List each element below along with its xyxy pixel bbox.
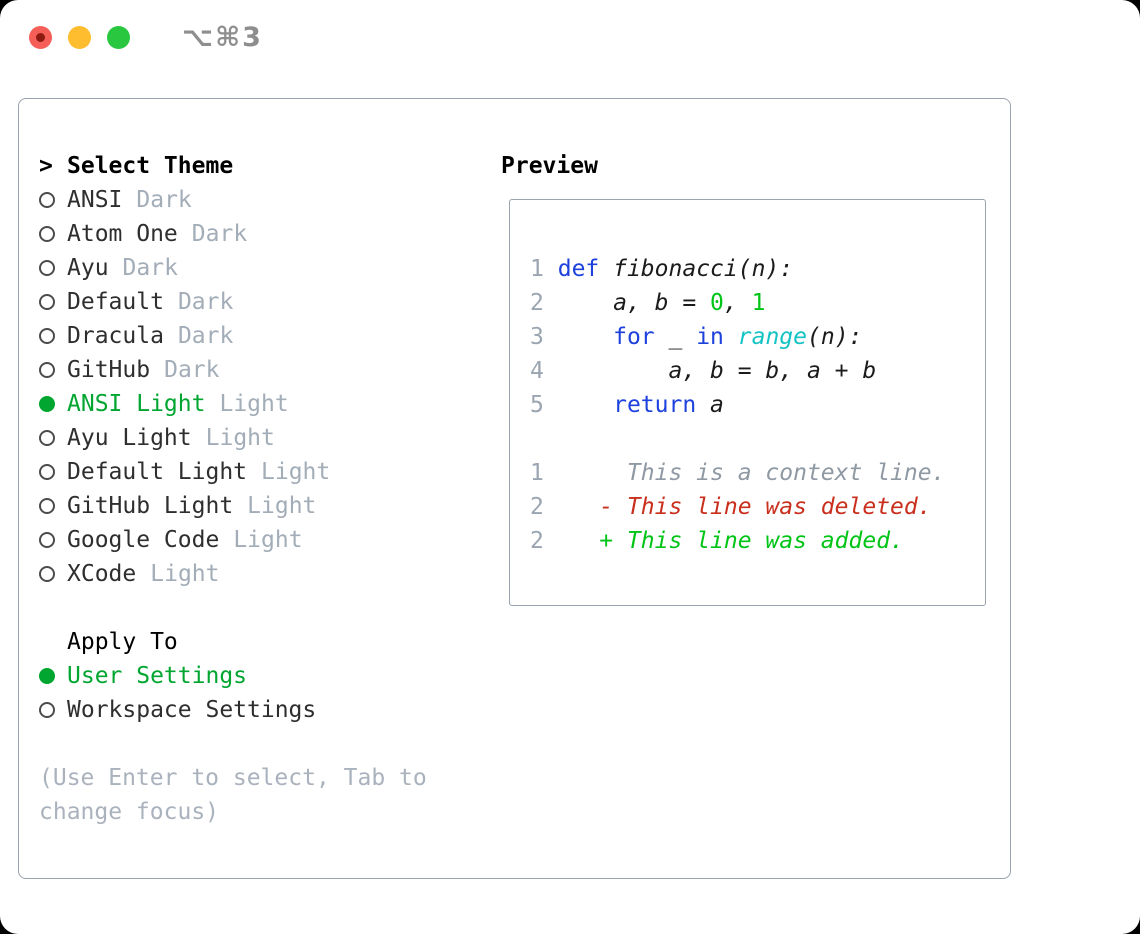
option-label: Workspace Settings	[67, 697, 317, 723]
theme-option-ayu-light[interactable]: Ayu Light Light	[39, 421, 479, 455]
theme-variant-label: Light	[219, 391, 289, 417]
radio-icon	[39, 328, 55, 344]
option-label: Ayu Light	[67, 425, 192, 451]
theme-option-default-light[interactable]: Default Light Light	[39, 455, 479, 489]
select-theme-title: Select Theme	[67, 153, 234, 179]
theme-option-xcode[interactable]: XCode Light	[39, 557, 479, 591]
option-label: Default Light	[67, 459, 248, 485]
apply-to-header: Apply To	[67, 629, 178, 655]
theme-option-google-code[interactable]: Google Code Light	[39, 523, 479, 557]
spacer	[39, 591, 479, 625]
minimize-button[interactable]	[68, 25, 91, 49]
window-title: ⌥⌘3	[182, 21, 263, 53]
theme-option-default[interactable]: Default Dark	[39, 285, 479, 319]
code-line: 1 This is a context line.	[530, 460, 946, 486]
option-label: XCode	[67, 561, 137, 587]
theme-variant-label: Dark	[177, 289, 234, 315]
option-label: User Settings	[67, 663, 248, 689]
window-titlebar: ⌥⌘3	[0, 0, 1140, 74]
radio-icon	[39, 294, 55, 310]
theme-variant-label: Light	[233, 527, 303, 553]
theme-option-ansi-light[interactable]: ANSI Light Light	[39, 387, 479, 421]
preview-header: Preview	[501, 153, 598, 179]
theme-variant-label: Dark	[164, 357, 220, 383]
code-preview: 1 def fibonacci(n): 2 a, b = 0, 1 3 for _ …	[530, 252, 985, 558]
option-label: GitHub	[67, 357, 151, 383]
radio-icon	[39, 702, 55, 718]
option-label: GitHub Light	[67, 493, 234, 519]
preview-box: 1 def fibonacci(n): 2 a, b = 0, 1 3 for _ …	[509, 199, 986, 606]
theme-variant-label: Light	[150, 561, 220, 587]
maximize-button[interactable]	[107, 25, 130, 49]
theme-variant-label: Dark	[136, 187, 192, 213]
radio-icon	[39, 498, 55, 514]
theme-option-ansi[interactable]: ANSI Dark	[39, 183, 479, 217]
option-label: Ayu	[67, 255, 109, 281]
apply-option-user-settings[interactable]: User Settings	[39, 659, 479, 693]
prompt-icon: >	[39, 153, 53, 179]
theme-option-github-light[interactable]: GitHub Light Light	[39, 489, 479, 523]
theme-variant-label: Light	[261, 459, 331, 485]
keyboard-hint-line-2: change focus)	[39, 799, 220, 825]
code-line: 2 - This line was deleted.	[530, 494, 932, 520]
theme-option-github[interactable]: GitHub Dark	[39, 353, 479, 387]
spacer	[39, 727, 479, 761]
option-label: Google Code	[67, 527, 220, 553]
radio-icon	[39, 430, 55, 446]
code-line: 5 return a	[530, 392, 724, 418]
radio-icon	[39, 260, 55, 276]
theme-option-dracula[interactable]: Dracula Dark	[39, 319, 479, 353]
theme-option-atom-one[interactable]: Atom One Dark	[39, 217, 479, 251]
radio-icon	[39, 464, 55, 480]
radio-icon	[39, 566, 55, 582]
code-line: 2 + This line was added.	[530, 528, 904, 554]
option-label: Atom One	[67, 221, 178, 247]
radio-icon	[39, 362, 55, 378]
theme-variant-label: Light	[247, 493, 317, 519]
close-button[interactable]	[29, 25, 52, 49]
radio-icon	[39, 192, 55, 208]
code-line: 4 a, b = b, a + b	[530, 358, 877, 384]
theme-variant-label: Light	[205, 425, 275, 451]
option-label: ANSI Light	[67, 391, 206, 417]
radio-icon	[39, 532, 55, 548]
unsaved-dot-icon	[36, 32, 45, 42]
theme-option-ayu[interactable]: Ayu Dark	[39, 251, 479, 285]
code-line	[530, 422, 985, 456]
apply-option-workspace-settings[interactable]: Workspace Settings	[39, 693, 479, 727]
radio-selected-icon	[39, 396, 55, 412]
option-label: Default	[67, 289, 164, 315]
radio-selected-icon	[39, 668, 55, 684]
code-line: 3 for _ in range(n):	[530, 324, 863, 350]
keyboard-hint-line-1: (Use Enter to select, Tab to	[39, 765, 427, 791]
theme-variant-label: Dark	[191, 221, 248, 247]
code-line: 1 def fibonacci(n):	[530, 256, 794, 282]
theme-variant-label: Dark	[122, 255, 178, 281]
radio-icon	[39, 226, 55, 242]
option-label: ANSI	[67, 187, 123, 213]
option-label: Dracula	[67, 323, 164, 349]
theme-variant-label: Dark	[177, 323, 234, 349]
preview-column: Preview 1 def fibonacci(n): 2 a, b = 0, 1…	[501, 149, 986, 606]
code-line: 2 a, b = 0, 1	[530, 290, 766, 316]
select-theme-header: > Select Theme	[39, 149, 479, 183]
